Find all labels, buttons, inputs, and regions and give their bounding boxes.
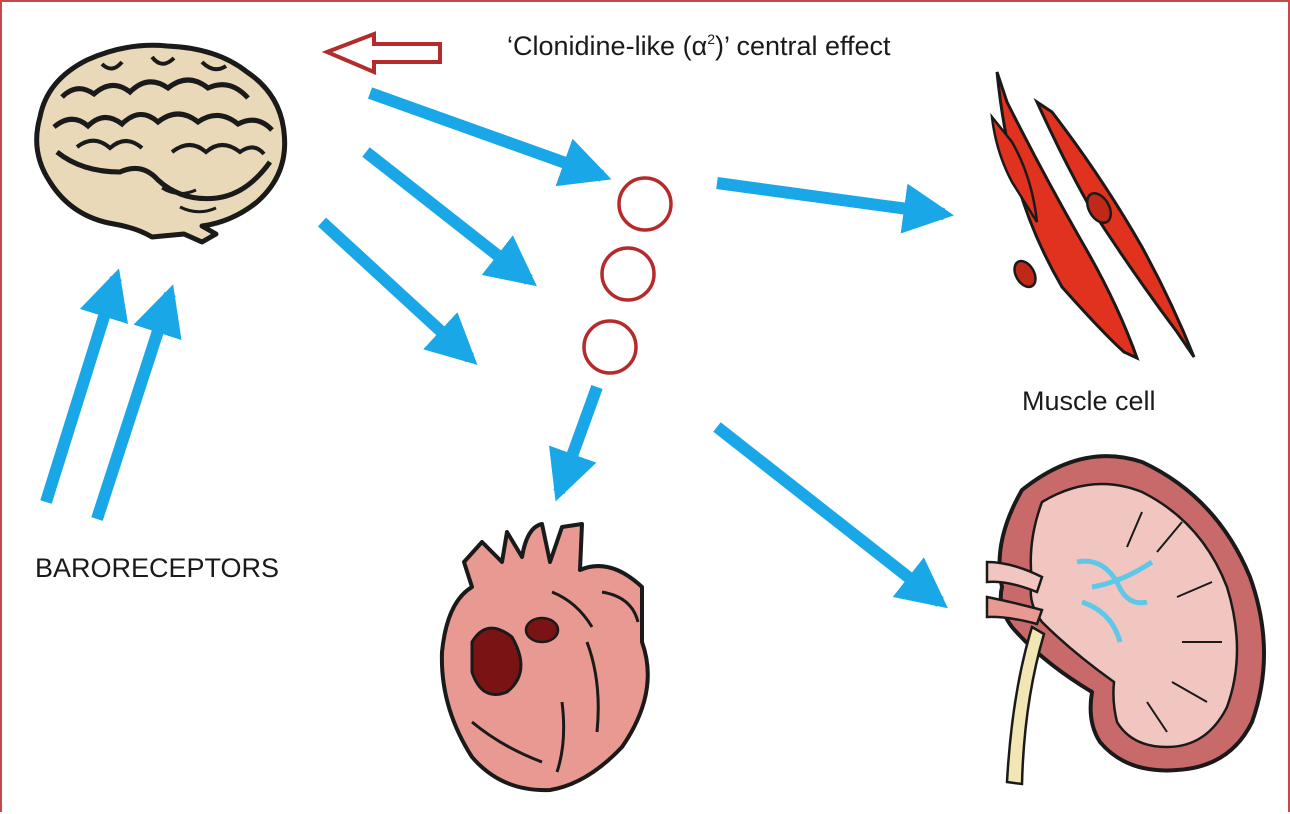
baroreceptors-label: BARORECEPTORS: [35, 555, 279, 582]
central-effect-suffix: )’ central effect: [715, 31, 891, 61]
muscle-cell-label: Muscle cell: [1022, 388, 1156, 415]
central-effect-superscript: 2: [707, 31, 715, 47]
ganglion-circle-2: [602, 248, 654, 300]
arrow-brain-to-ganglion-middle: [366, 152, 529, 280]
central-effect-arrow: [327, 34, 440, 72]
ganglion-circle-1: [619, 178, 671, 230]
brain-icon: [37, 45, 285, 242]
central-effect-prefix: ‘Clonidine-like (α: [507, 31, 707, 61]
arrow-brain-to-heart-area: [322, 222, 470, 358]
heart-icon: [442, 524, 648, 790]
kidney-icon: [987, 456, 1264, 784]
arrow-baroreceptor-2: [97, 294, 170, 519]
arrow-ganglion-to-muscle: [717, 183, 944, 214]
arrow-ganglion-to-heart: [559, 387, 597, 492]
ganglion-circle-3: [584, 321, 636, 373]
central-effect-label: ‘Clonidine-like (α2)’ central effect: [507, 32, 891, 60]
arrow-ganglion-to-kidney: [717, 427, 940, 602]
arrow-baroreceptor-1: [46, 278, 116, 502]
arrow-brain-to-ganglion-top: [370, 93, 602, 176]
muscle-cell-icon: [992, 72, 1194, 358]
